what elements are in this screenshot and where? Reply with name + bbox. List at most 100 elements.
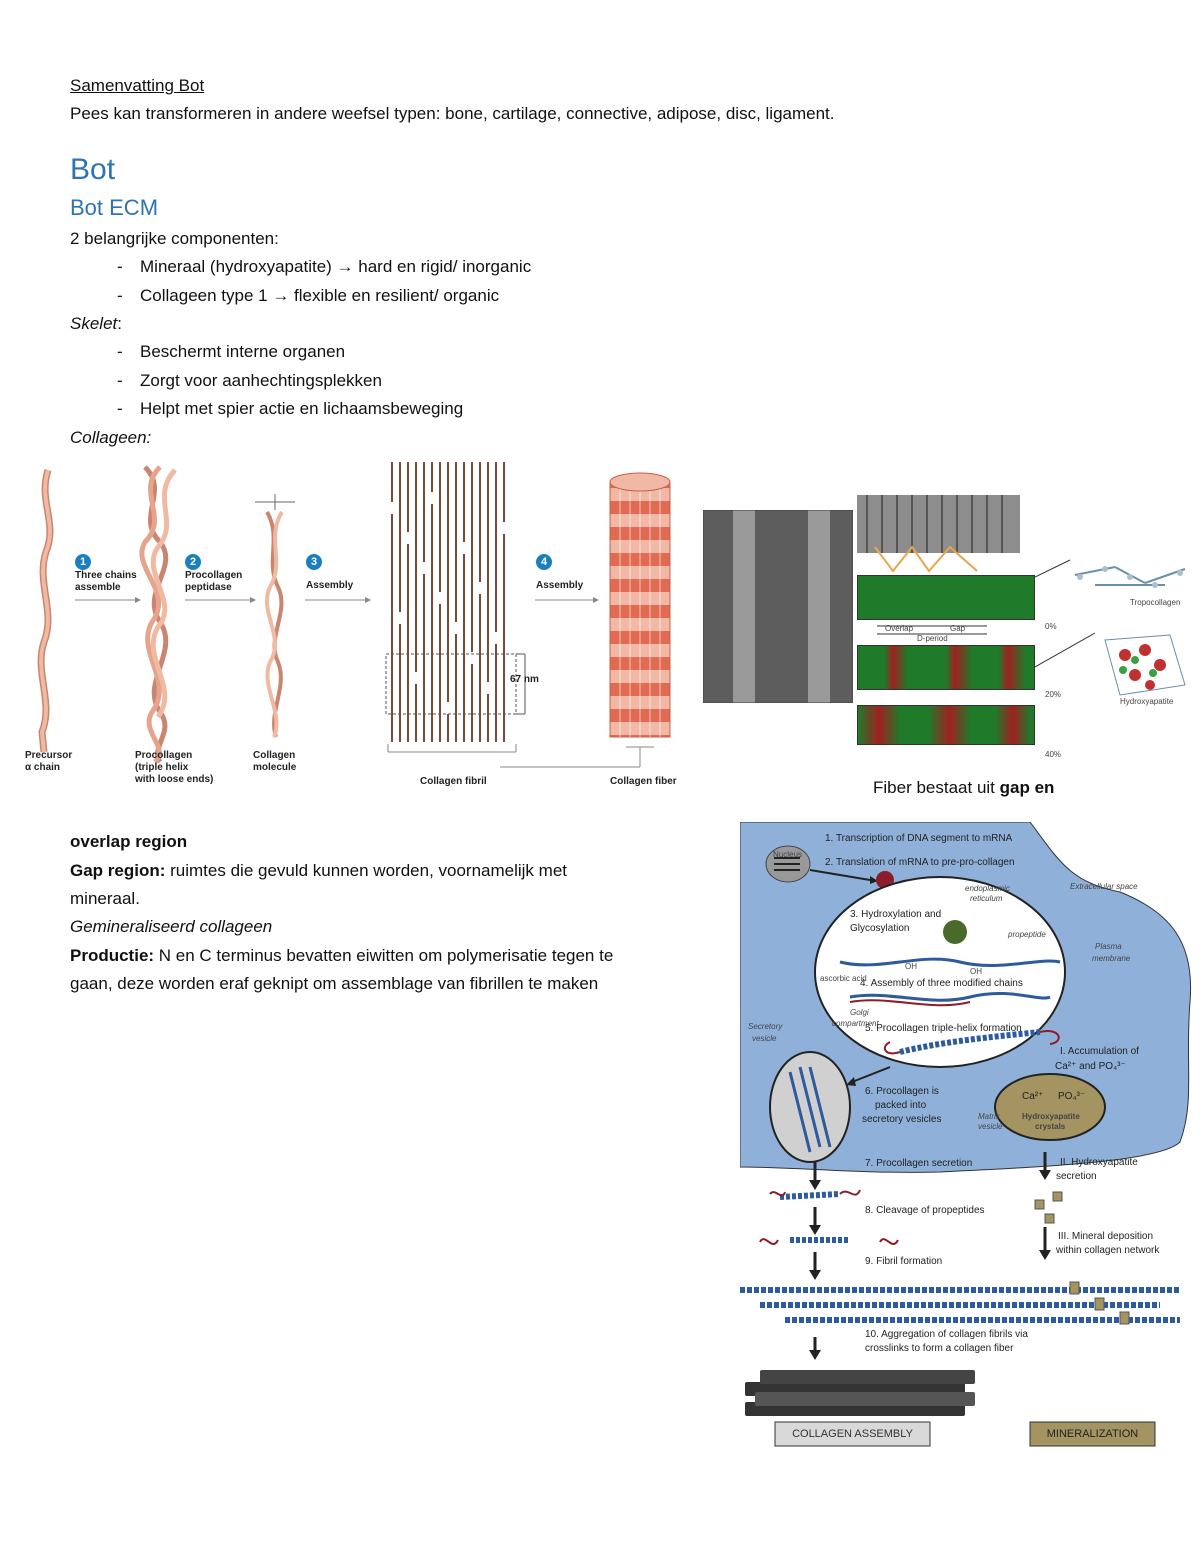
gemineraliseerd-label: Gemineraliseerd collageen bbox=[70, 917, 273, 936]
ca-label: Ca²⁺ bbox=[1022, 1091, 1044, 1102]
list-item: - Zorgt voor aanhechtingsplekken bbox=[70, 369, 382, 393]
bullet-dash: - bbox=[117, 371, 123, 390]
step-number: 2 bbox=[185, 554, 201, 570]
procollagen-label: Procollagen (triple helix with loose end… bbox=[135, 750, 213, 786]
nucleus-label: Nucleus bbox=[773, 850, 802, 859]
synthesis-step: Glycosylation bbox=[850, 923, 910, 934]
list-item: - Mineraal (hydroxyapatite) → hard en ri… bbox=[70, 255, 531, 279]
component-item: Collageen type 1 → flexible en resilient… bbox=[140, 286, 500, 305]
collagen-fibril-label: Collagen fibril bbox=[420, 776, 487, 787]
step-label: Three chains bbox=[75, 570, 137, 581]
synthesis-step: 4. Assembly of three modified chains bbox=[860, 978, 1023, 989]
list-item: - Helpt met spier actie en lichaamsbeweg… bbox=[70, 397, 463, 421]
step-label: Assembly bbox=[536, 580, 584, 591]
oh-label: OH bbox=[905, 962, 917, 971]
collagen-fiber-label: Collagen fiber bbox=[610, 776, 677, 787]
label-line: Precursor bbox=[25, 750, 73, 761]
synthesis-diagram bbox=[739, 821, 1192, 1447]
productie-line: Productie: N en C terminus bevatten eiwi… bbox=[70, 944, 613, 968]
fibril-micrograph bbox=[857, 495, 1020, 553]
synthesis-step: 5. Procollagen triple-helix formation bbox=[865, 1023, 1022, 1034]
gap-region-text: ruimtes die gevuld kunnen worden, voorna… bbox=[165, 861, 567, 880]
collagen-assembly-figure: 1 Three chains assemble 2 Procollagen pe… bbox=[20, 462, 700, 792]
fiber-caption-bold: gap en bbox=[999, 778, 1055, 797]
hydroxyapatite-crystals-label-2: crystals bbox=[1035, 1122, 1066, 1131]
collagen-assembly-box: COLLAGEN ASSEMBLY bbox=[792, 1428, 913, 1440]
step-4: 4 Assembly bbox=[536, 552, 583, 592]
fibril-micrograph-lines bbox=[857, 495, 1020, 553]
bullet-dash: - bbox=[117, 399, 123, 418]
er-label-1: endoplasmic bbox=[965, 884, 1010, 893]
gap-region-line: Gap region: ruimtes die gevuld kunnen wo… bbox=[70, 859, 567, 883]
gap-label: Gap bbox=[950, 624, 966, 633]
synthesis-step: 2. Translation of mRNA to pre-pro-collag… bbox=[825, 857, 1015, 868]
membrane-label-2: membrane bbox=[1092, 954, 1131, 963]
mineral-step: III. Mineral deposition bbox=[1058, 1231, 1154, 1242]
step-2: 2 Procollagen peptidase bbox=[185, 552, 242, 594]
ascorbic-label: ascorbic acid bbox=[820, 974, 867, 983]
secretory-label-2: vesicle bbox=[752, 1034, 777, 1043]
components-lead: 2 belangrijke componenten: bbox=[70, 229, 279, 248]
label-line: molecule bbox=[253, 762, 297, 773]
synthesis-step: 10. Aggregation of collagen fibrils via bbox=[865, 1329, 1028, 1340]
simulation-0-percent bbox=[857, 575, 1035, 620]
productie-label: Productie: bbox=[70, 946, 155, 965]
label-line: α chain bbox=[25, 762, 61, 773]
tropocollagen-label: Tropocollagen bbox=[1130, 598, 1181, 607]
percent-40: 40% bbox=[1045, 750, 1062, 759]
oh-label: OH bbox=[970, 967, 982, 976]
component-item: Mineraal (hydroxyapatite) → hard en rigi… bbox=[140, 257, 532, 276]
mineral-step: II. Hydroxyapatite bbox=[1060, 1157, 1138, 1168]
synthesis-step: 7. Procollagen secretion bbox=[865, 1158, 973, 1169]
collageen-label: Collageen: bbox=[70, 428, 152, 447]
percent-20: 20% bbox=[1045, 690, 1062, 699]
matrix-vesicle-label-1: Matrix bbox=[978, 1112, 1000, 1121]
synthesis-step: 9. Fibril formation bbox=[865, 1256, 943, 1267]
synthesis-step: 1. Transcription of DNA segment to mRNA bbox=[825, 833, 1013, 844]
skelet-label: Skelet: bbox=[70, 312, 122, 336]
bullet-dash: - bbox=[117, 286, 123, 305]
label-line: (triple helix bbox=[135, 762, 189, 773]
extracellular-label: Extracellular space bbox=[1070, 882, 1138, 891]
golgi-label-2: compartment bbox=[832, 1019, 879, 1028]
zoom-lines bbox=[874, 545, 978, 573]
fiber-caption-text: Fiber bestaat uit bbox=[873, 778, 1000, 797]
tem-micrograph bbox=[702, 509, 854, 704]
intro-text: Pees kan transformeren in andere weefsel… bbox=[70, 104, 835, 123]
step-3: 3 Assembly bbox=[306, 552, 353, 592]
precursor-label: Precursor α chain bbox=[25, 750, 72, 774]
list-item: - Collageen type 1 → flexible en resilie… bbox=[70, 284, 499, 308]
step-label: Assembly bbox=[306, 580, 354, 591]
synthesis-step: packed into bbox=[875, 1100, 927, 1111]
percent-0: 0% bbox=[1045, 622, 1057, 631]
nm-label: 67 nm bbox=[510, 674, 539, 685]
list-item: - Beschermt interne organen bbox=[70, 340, 345, 364]
overlap-gap-scale bbox=[877, 625, 987, 635]
synthesis-step: secretory vesicles bbox=[862, 1114, 942, 1125]
productie-line2: gaan, deze worden eraf geknipt om assemb… bbox=[70, 974, 599, 993]
bullet-dash: - bbox=[117, 257, 123, 276]
po-label: PO₄³⁻ bbox=[1058, 1091, 1086, 1102]
step-1: 1 Three chains assemble bbox=[75, 552, 137, 594]
membrane-label-1: Plasma bbox=[1095, 942, 1122, 951]
gap-region-line2: mineraal. bbox=[70, 889, 140, 908]
hydroxyapatite-crystals-label-1: Hydroxyapatite bbox=[1022, 1112, 1080, 1121]
heading-bot-ecm: Bot ECM bbox=[70, 195, 159, 220]
bullet-dash: - bbox=[117, 342, 123, 361]
fiber-caption: Fiber bestaat uit gap en bbox=[873, 776, 1054, 800]
overlap-label: Overlap bbox=[885, 624, 914, 633]
skelet-item: Zorgt voor aanhechtingsplekken bbox=[140, 371, 382, 390]
molecule-zoom bbox=[1035, 559, 1186, 696]
gap-region-label: Gap region: bbox=[70, 861, 166, 880]
mineralization-box: MINERALIZATION bbox=[1046, 1428, 1139, 1440]
productie-text: N en C terminus bevatten eiwitten om pol… bbox=[154, 946, 614, 965]
label-line: Collagen bbox=[253, 750, 296, 761]
step-label: peptidase bbox=[185, 582, 232, 593]
step-number: 4 bbox=[536, 554, 552, 570]
skelet-label-text: Skelet bbox=[70, 314, 118, 333]
collagen-synthesis-figure: 1. Transcription of DNA segment to mRNA … bbox=[739, 821, 1200, 1452]
skelet-item: Beschermt interne organen bbox=[140, 342, 346, 361]
label-line: Procollagen bbox=[135, 750, 193, 761]
step-number: 3 bbox=[306, 554, 322, 570]
mineral-step: Ca²⁺ and PO₄³⁻ bbox=[1055, 1061, 1126, 1072]
